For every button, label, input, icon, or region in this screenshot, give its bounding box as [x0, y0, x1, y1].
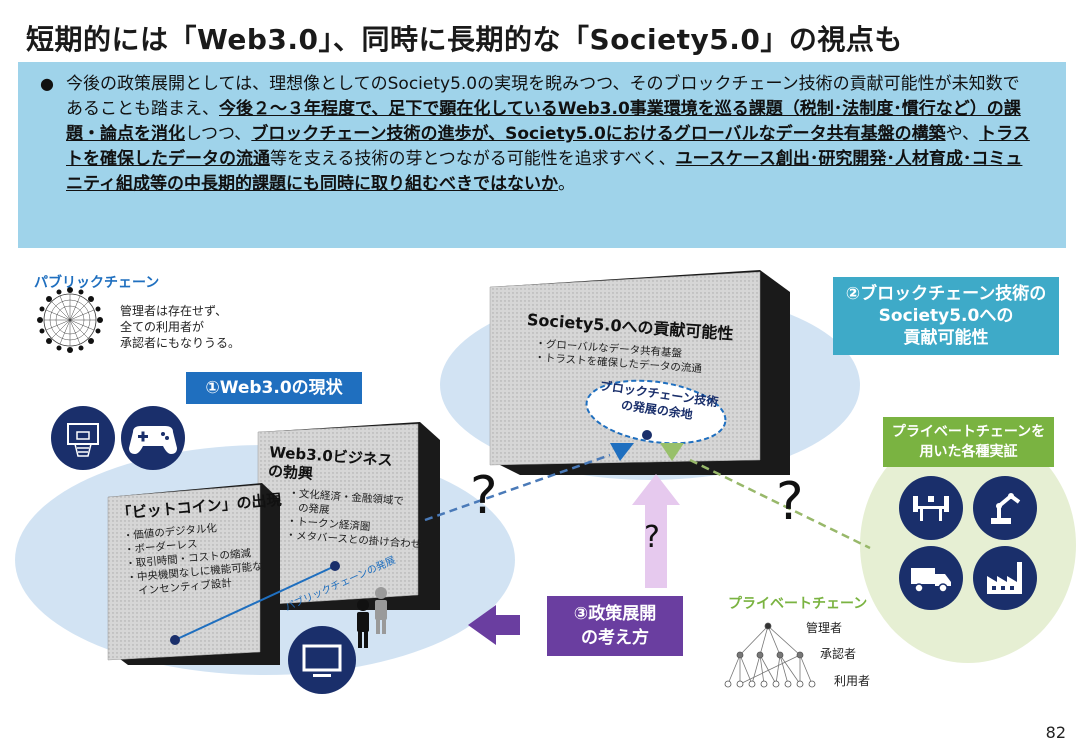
role-approver: 承認者 — [820, 647, 857, 661]
question-mark-left: ? — [470, 466, 498, 526]
basketball-hoop-icon — [51, 406, 115, 470]
summary-segment: ユースケース創出･研究開発･人材育成･コミュニティ組成等の中長期的課題にも同時に… — [66, 149, 1023, 194]
page-title: 短期的には「Web3.0」、同時に長期的な「Society5.0」の視点も — [26, 23, 903, 56]
summary-segment: トラストを確保したデータの流通 — [66, 124, 1030, 169]
public-chain-title: パブリックチェーン — [34, 275, 160, 291]
summary-segment: や、 — [945, 124, 980, 144]
role-admin: 管理者 — [806, 621, 843, 635]
summary-segment: ブロックチェーン技術の進歩が、Society5.0におけるグローバルなデータ共有… — [251, 124, 946, 144]
private-chain-title: プライベートチェーン — [728, 596, 868, 612]
summary-segment: 今後２～３年程度で、足下で顕在化しているWeb3.0事業環境を巡る課題（税制･法… — [66, 99, 1021, 144]
blue-triangle — [610, 443, 634, 461]
bitcoin-block — [107, 483, 280, 665]
summary-segment: 。 — [557, 174, 575, 194]
dashed-blue-line — [424, 453, 611, 522]
development-dot-2 — [330, 561, 340, 571]
monitor-icon — [288, 626, 356, 694]
truck-icon — [899, 546, 963, 610]
private-label: プライベートチェーンを 用いた各種実証 — [883, 417, 1054, 467]
public-chain-network-icon — [37, 287, 103, 353]
bullet-icon: ● — [40, 74, 54, 93]
development-dot-3 — [642, 430, 652, 440]
dashed-green-line — [689, 458, 871, 550]
public-chain-description: 管理者は存在せず、 全ての利用者が 承認者にもなりうる。 — [120, 304, 241, 350]
society-label: ②ブロックチェーン技術の Society5.0への 貢献可能性 — [833, 277, 1059, 355]
question-mark-center: ? — [644, 520, 660, 555]
web3-label: ①Web3.0の現状 — [186, 372, 362, 404]
summary-text: 今後の政策展開としては、理想像としてのSociety5.0の実現を睨みつつ、その… — [66, 72, 1036, 197]
policy-up-arrow — [632, 474, 680, 588]
green-triangle — [660, 443, 684, 461]
bitcoin-block-text: 「ビットコイン」の出現 ・価値のデジタル化 ・ボーダーレス ・取引時間・コストの… — [116, 490, 283, 599]
web3-block-text: Web3.0ビジネス の勃興 ・文化経済・金融領域で の発展 ・トークン経済圏 … — [263, 443, 427, 552]
role-user: 利用者 — [834, 674, 871, 688]
web3-block — [257, 422, 440, 610]
summary-segment: 今後の政策展開としては、理想像としてのSociety5.0の実現を睨みつつ、その… — [66, 74, 1020, 119]
person-ghost-icon — [375, 587, 387, 634]
page-number: 82 — [1045, 723, 1066, 742]
summary-segment: しつつ、 — [185, 124, 252, 144]
summary-segment: 等を支える技術の芽とつながる可能性を追求すべく、 — [270, 149, 676, 169]
robot-arm-icon — [973, 476, 1037, 540]
diagram-canvas — [15, 270, 1076, 694]
meeting-icon — [899, 476, 963, 540]
factory-icon — [973, 546, 1037, 610]
society-block — [489, 270, 790, 475]
development-dot-1 — [170, 635, 180, 645]
summary-box: ● 今後の政策展開としては、理想像としてのSociety5.0の実現を睨みつつ、… — [18, 62, 1066, 248]
gamepad-icon — [121, 406, 185, 470]
development-line — [174, 565, 336, 641]
question-mark-right: ? — [776, 472, 804, 532]
private-chain-nodes — [724, 622, 816, 688]
development-ellipse — [585, 379, 727, 445]
policy-left-arrow — [468, 605, 520, 645]
private-chain-tree-icon — [727, 625, 813, 685]
person-icon — [357, 599, 369, 648]
policy-label: ③政策展開 の考え方 — [547, 596, 683, 656]
